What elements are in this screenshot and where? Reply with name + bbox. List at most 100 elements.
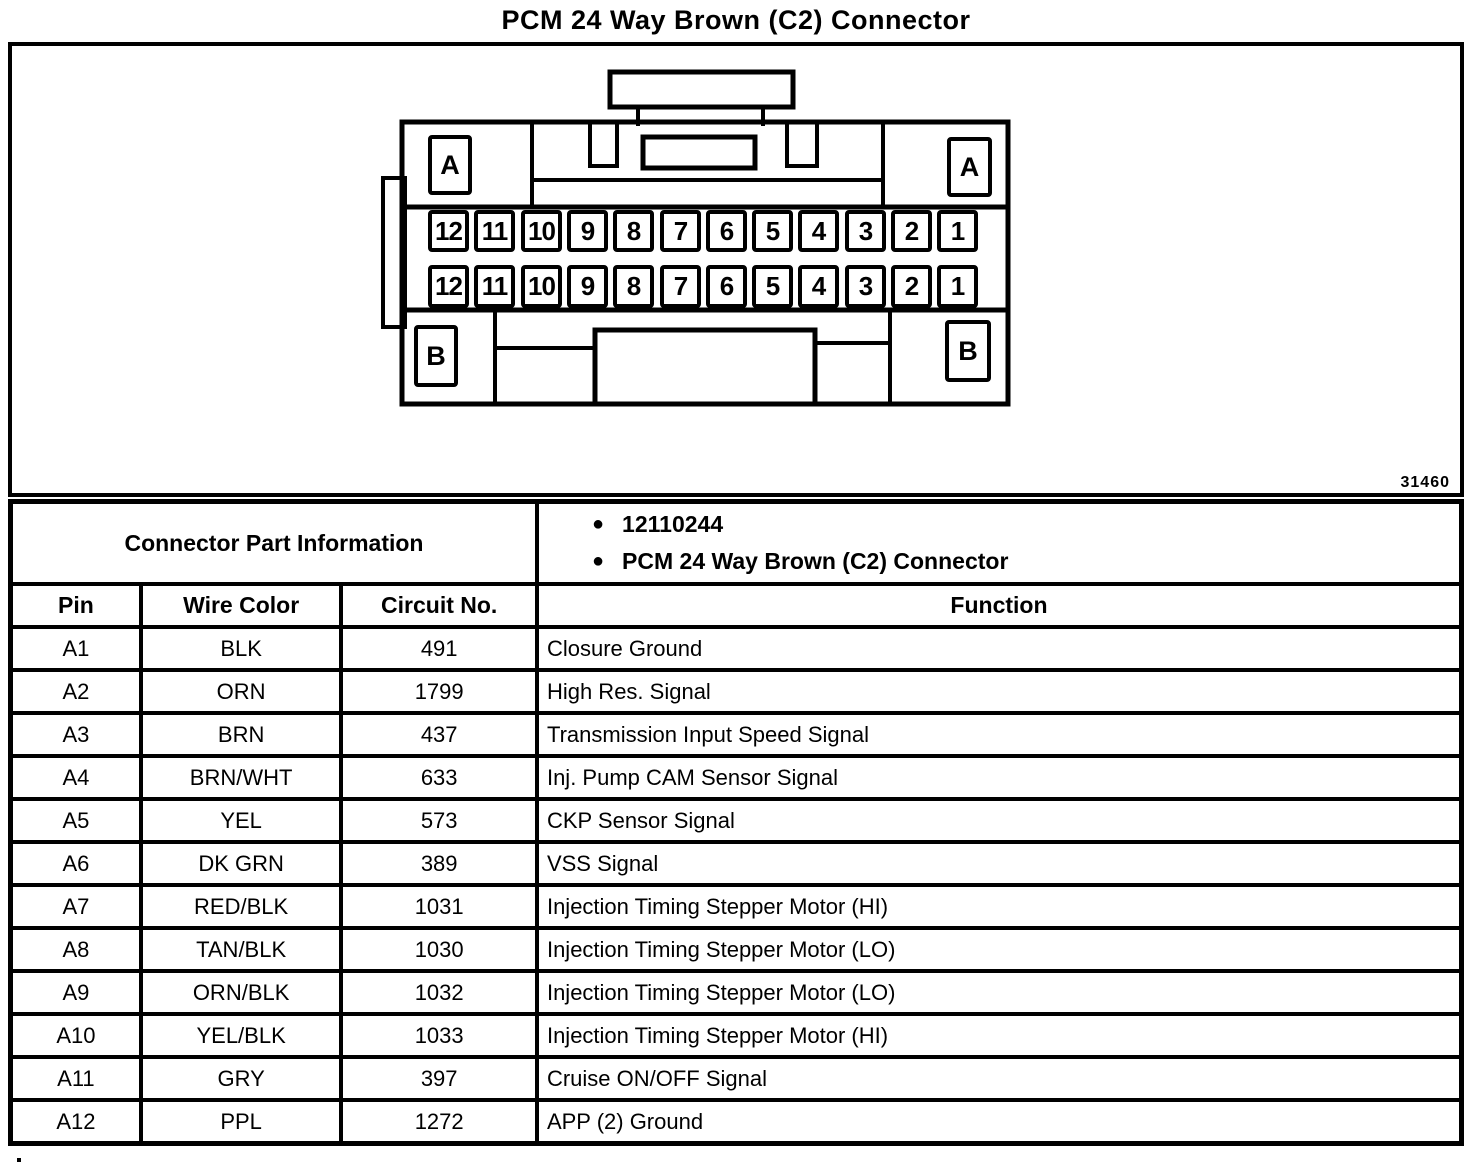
circuit-no-cell: 573 (339, 797, 539, 844)
pin-cavity: 5 (752, 210, 793, 252)
pin-cavity: 9 (567, 210, 608, 252)
connector-key-label-bottom-left: B (414, 325, 458, 387)
pin-cell: A4 (8, 754, 143, 801)
pin-cavity: 7 (660, 210, 701, 252)
wire-color-cell: PPL (138, 1098, 344, 1146)
figure-number: 31460 (1400, 474, 1450, 491)
connector-key-label-bottom-right: B (945, 320, 991, 382)
function-cell: High Res. Signal (534, 668, 1464, 715)
wire-color-cell: RED/BLK (138, 883, 344, 930)
table-row: A2 ORN 1799 High Res. Signal (8, 668, 1464, 715)
table-row: A11 GRY 397 Cruise ON/OFF Signal (8, 1055, 1464, 1102)
function-cell: APP (2) Ground (534, 1098, 1464, 1146)
pin-cavity: 2 (891, 265, 932, 308)
scan-artifact-dot (17, 1158, 21, 1162)
table-row: A5 YEL 573 CKP Sensor Signal (8, 797, 1464, 844)
circuit-no-cell: 1272 (339, 1098, 539, 1146)
part-info-header: Connector Part Information (8, 499, 539, 586)
column-header-pin: Pin (8, 582, 143, 629)
wire-color-cell: BRN/WHT (138, 754, 344, 801)
circuit-no-cell: 633 (339, 754, 539, 801)
table-row: A7 RED/BLK 1031 Injection Timing Stepper… (8, 883, 1464, 930)
table-row: A4 BRN/WHT 633 Inj. Pump CAM Sensor Sign… (8, 754, 1464, 801)
wire-color-cell: TAN/BLK (138, 926, 344, 973)
pin-cavity: 12 (428, 265, 469, 308)
function-cell: Injection Timing Stepper Motor (LO) (534, 926, 1464, 973)
pin-cavity: 12 (428, 210, 469, 252)
table-row: A3 BRN 437 Transmission Input Speed Sign… (8, 711, 1464, 758)
function-cell: Injection Timing Stepper Motor (HI) (534, 1012, 1464, 1059)
pin-cavity: 8 (613, 265, 654, 308)
pin-cavity: 10 (521, 210, 562, 252)
pin-cell: A9 (8, 969, 143, 1016)
pin-cavity: 3 (845, 210, 886, 252)
column-header-function: Function (534, 582, 1464, 629)
part-info-row: Connector Part Information ● 12110244 ● … (8, 499, 1464, 586)
pin-cavity: 7 (660, 265, 701, 308)
table-row: A10 YEL/BLK 1033 Injection Timing Steppe… (8, 1012, 1464, 1059)
function-cell: Transmission Input Speed Signal (534, 711, 1464, 758)
connector-outline-drawing (381, 69, 1011, 407)
pin-cavity: 4 (798, 210, 839, 252)
circuit-no-cell: 1032 (339, 969, 539, 1016)
pin-cavity: 4 (798, 265, 839, 308)
pin-cavity: 6 (706, 265, 747, 308)
wire-color-cell: YEL/BLK (138, 1012, 344, 1059)
pin-cell: A2 (8, 668, 143, 715)
pin-cell: A11 (8, 1055, 143, 1102)
pin-cell: A7 (8, 883, 143, 930)
function-cell: Injection Timing Stepper Motor (HI) (534, 883, 1464, 930)
wire-color-cell: DK GRN (138, 840, 344, 887)
pin-cavity: 9 (567, 265, 608, 308)
pin-cell: A1 (8, 625, 143, 672)
column-header-circuit-no: Circuit No. (339, 582, 539, 629)
circuit-no-cell: 1799 (339, 668, 539, 715)
circuit-no-cell: 1030 (339, 926, 539, 973)
connector-key-label-top-left: A (428, 135, 472, 195)
pin-cavity: 1 (937, 210, 978, 252)
pinout-table: Connector Part Information ● 12110244 ● … (8, 499, 1464, 1146)
pin-cavity: 1 (937, 265, 978, 308)
pin-cavity: 3 (845, 265, 886, 308)
function-cell: Inj. Pump CAM Sensor Signal (534, 754, 1464, 801)
connector-key-label-top-right: A (947, 137, 992, 197)
connector-name: PCM 24 Way Brown (C2) Connector (622, 548, 1009, 574)
wire-color-cell: BRN (138, 711, 344, 758)
circuit-no-cell: 1033 (339, 1012, 539, 1059)
column-header-row: Pin Wire Color Circuit No. Function (8, 582, 1464, 629)
function-cell: Closure Ground (534, 625, 1464, 672)
part-info-bullets: ● 12110244 ● PCM 24 Way Brown (C2) Conne… (534, 499, 1464, 586)
table-row: A1 BLK 491 Closure Ground (8, 625, 1464, 672)
pin-cell: A6 (8, 840, 143, 887)
pin-cell: A8 (8, 926, 143, 973)
function-cell: CKP Sensor Signal (534, 797, 1464, 844)
pin-cell: A5 (8, 797, 143, 844)
pin-cell: A12 (8, 1098, 143, 1146)
page-title: PCM 24 Way Brown (C2) Connector (501, 5, 971, 35)
function-cell: Cruise ON/OFF Signal (534, 1055, 1464, 1102)
pin-cell: A10 (8, 1012, 143, 1059)
table-row: A9 ORN/BLK 1032 Injection Timing Stepper… (8, 969, 1464, 1016)
pin-cavity: 6 (706, 210, 747, 252)
pin-cavity: 11 (474, 265, 515, 308)
wire-color-cell: GRY (138, 1055, 344, 1102)
bullet-icon: ● (591, 550, 605, 572)
pin-cavity: 10 (521, 265, 562, 308)
wire-color-cell: ORN (138, 668, 344, 715)
pin-cavity: 5 (752, 265, 793, 308)
table-row: A8 TAN/BLK 1030 Injection Timing Stepper… (8, 926, 1464, 973)
circuit-no-cell: 437 (339, 711, 539, 758)
function-cell: VSS Signal (534, 840, 1464, 887)
function-cell: Injection Timing Stepper Motor (LO) (534, 969, 1464, 1016)
table-row: A6 DK GRN 389 VSS Signal (8, 840, 1464, 887)
column-header-wire-color: Wire Color (138, 582, 344, 629)
wire-color-cell: ORN/BLK (138, 969, 344, 1016)
wire-color-cell: YEL (138, 797, 344, 844)
bullet-icon: ● (591, 513, 605, 535)
pin-cavity: 8 (613, 210, 654, 252)
pin-cavity: 11 (474, 210, 515, 252)
table-row: A12 PPL 1272 APP (2) Ground (8, 1098, 1464, 1146)
circuit-no-cell: 397 (339, 1055, 539, 1102)
circuit-no-cell: 491 (339, 625, 539, 672)
